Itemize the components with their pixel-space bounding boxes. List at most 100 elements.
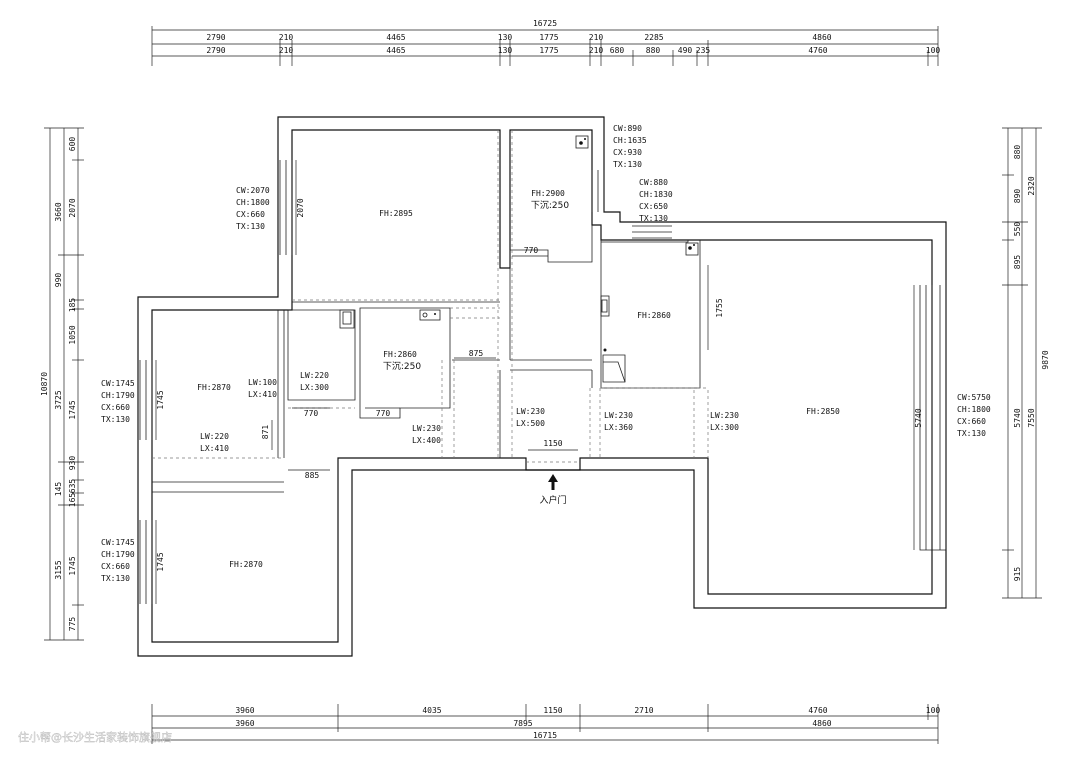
openings-dashed bbox=[152, 130, 709, 463]
top-dim: 2790 bbox=[206, 46, 225, 55]
top-dim: 130 bbox=[498, 33, 513, 42]
svg-text:LX:300: LX:300 bbox=[710, 423, 739, 432]
window-bed-mid bbox=[139, 360, 153, 440]
watermark-text: 住小帮@长沙生活家装饰旗舰店 bbox=[18, 730, 172, 744]
bottom-dim: 1150 bbox=[543, 706, 562, 715]
svg-text:TX:130: TX:130 bbox=[101, 574, 130, 583]
svg-text:LW:100: LW:100 bbox=[248, 378, 277, 387]
top-dim: 1775 bbox=[539, 33, 558, 42]
svg-text:CH:1790: CH:1790 bbox=[101, 391, 135, 400]
window-spec-bed-mid: CW:1745 CH:1790 CX:660 TX:130 bbox=[101, 379, 135, 424]
opening-spec-lw230-bath: LW:230 LX:400 bbox=[412, 424, 441, 445]
svg-text:LX:410: LX:410 bbox=[248, 390, 277, 399]
svg-text:CX:650: CX:650 bbox=[639, 202, 668, 211]
toilet-icon bbox=[575, 135, 589, 149]
top-dim: 4760 bbox=[808, 46, 827, 55]
svg-text:CW:1745: CW:1745 bbox=[101, 538, 135, 547]
bottom-total-dim: 16715 bbox=[533, 731, 557, 740]
svg-text:CX:660: CX:660 bbox=[101, 562, 130, 571]
bottom-dim: 4760 bbox=[808, 706, 827, 715]
left-dim: 1745 bbox=[68, 400, 77, 419]
opening-specs: LW:100 LX:410 LW:220 LX:300 LW:220 LX:41… bbox=[200, 371, 739, 453]
dim-1755: 1755 bbox=[715, 298, 724, 317]
right-dim: 880 bbox=[1013, 145, 1022, 160]
svg-text:TX:130: TX:130 bbox=[613, 160, 642, 169]
dim-1745-bottom: 1745 bbox=[156, 552, 165, 571]
entrance-arrow-icon bbox=[548, 474, 558, 490]
right-dim: 550 bbox=[1013, 222, 1022, 237]
svg-text:LW:230: LW:230 bbox=[516, 407, 545, 416]
left-dimensions: 10870 3660 990 3725 145 3155 600 2070 18… bbox=[40, 127, 84, 641]
top-dim: 210 bbox=[279, 46, 294, 55]
dim-875: 875 bbox=[469, 349, 484, 358]
walls bbox=[137, 116, 947, 657]
top-dim: 4465 bbox=[386, 46, 405, 55]
svg-text:LX:410: LX:410 bbox=[200, 444, 229, 453]
top-dim: 4860 bbox=[812, 33, 831, 42]
left-dim: 635 bbox=[68, 479, 77, 494]
top-dim: 2790 bbox=[206, 33, 225, 42]
svg-text:CH:1830: CH:1830 bbox=[639, 190, 673, 199]
fixtures bbox=[339, 135, 699, 383]
bottom-dim: 4860 bbox=[812, 719, 831, 728]
right-dim: 7550 bbox=[1027, 408, 1036, 427]
window-spec-kitchen: CW:880 CH:1830 CX:650 TX:130 bbox=[639, 178, 673, 223]
svg-text:LW:230: LW:230 bbox=[604, 411, 633, 420]
top-dim: 880 bbox=[646, 46, 661, 55]
left-total-dim: 10870 bbox=[40, 372, 49, 396]
svg-text:LX:360: LX:360 bbox=[604, 423, 633, 432]
window-spec-bath-top: CW:890 CH:1635 CX:930 TX:130 bbox=[613, 124, 647, 169]
right-dim: 5740 bbox=[1013, 408, 1022, 427]
dim-5740: 5740 bbox=[914, 408, 923, 427]
left-dim: 165 bbox=[68, 493, 77, 508]
dim-770-a: 770 bbox=[304, 409, 319, 418]
bottom-dim: 3960 bbox=[235, 719, 254, 728]
left-dim: 775 bbox=[68, 617, 77, 632]
dim-2070: 2070 bbox=[296, 198, 305, 217]
opening-spec-lw230-living: LW:230 LX:300 bbox=[710, 411, 739, 432]
bottom-dim: 100 bbox=[926, 706, 941, 715]
top-dim: 2285 bbox=[644, 33, 663, 42]
sink-icon bbox=[600, 295, 610, 317]
basin-icon bbox=[685, 242, 699, 256]
top-dim: 130 bbox=[498, 46, 513, 55]
opening-spec-lw230-kitchen: LW:230 LX:360 bbox=[604, 411, 633, 432]
watermark: 住小帮@长沙生活家装饰旗舰店 bbox=[18, 730, 172, 744]
dim-770-top: 770 bbox=[524, 246, 539, 255]
dim-770-b: 770 bbox=[376, 409, 391, 418]
right-dim: 895 bbox=[1013, 255, 1022, 270]
right-total-dim: 9870 bbox=[1041, 350, 1050, 369]
top-dim: 210 bbox=[279, 33, 294, 42]
window-bed-bottom bbox=[139, 520, 153, 604]
window-specs: CW:2070 CH:1800 CX:660 TX:130 CW:890 CH:… bbox=[101, 124, 991, 583]
entrance: 入户门 bbox=[539, 474, 567, 506]
window-master bbox=[279, 160, 293, 255]
bottom-dimensions: 3960 4035 1150 2710 4760 100 3960 7895 4… bbox=[151, 704, 941, 744]
top-dim: 210 bbox=[589, 46, 604, 55]
left-dim: 600 bbox=[68, 137, 77, 152]
svg-text:CW:880: CW:880 bbox=[639, 178, 668, 187]
svg-text:LX:500: LX:500 bbox=[516, 419, 545, 428]
svg-text:CW:5750: CW:5750 bbox=[957, 393, 991, 402]
room-labels: FH:2895 FH:2900 下沉:250 FH:2860 FH:2870 F… bbox=[197, 189, 840, 569]
top-dim: 490 bbox=[678, 46, 693, 55]
window-spec-living: CW:5750 CH:1800 CX:660 TX:130 bbox=[957, 393, 991, 438]
top-dim: 680 bbox=[610, 46, 625, 55]
top-dim: 100 bbox=[926, 46, 941, 55]
svg-text:LW:230: LW:230 bbox=[412, 424, 441, 433]
dim-1150: 1150 bbox=[543, 439, 562, 448]
svg-text:CX:930: CX:930 bbox=[613, 148, 642, 157]
bath-top-sunken: 下沉:250 bbox=[531, 200, 569, 211]
svg-text:CH:1800: CH:1800 bbox=[236, 198, 270, 207]
window-kitchen bbox=[632, 225, 672, 239]
left-dim: 930 bbox=[68, 456, 77, 471]
right-dimensions: 880 890 550 895 5740 915 2320 7550 9870 bbox=[1002, 127, 1050, 599]
svg-text:LW:230: LW:230 bbox=[710, 411, 739, 420]
right-dim: 2320 bbox=[1027, 176, 1036, 195]
bath-mid-toilet-icon bbox=[419, 309, 441, 321]
living-room-height: FH:2850 bbox=[806, 407, 840, 416]
svg-text:TX:130: TX:130 bbox=[236, 222, 265, 231]
top-dim: 4465 bbox=[386, 33, 405, 42]
bottom-dim: 2710 bbox=[634, 706, 653, 715]
